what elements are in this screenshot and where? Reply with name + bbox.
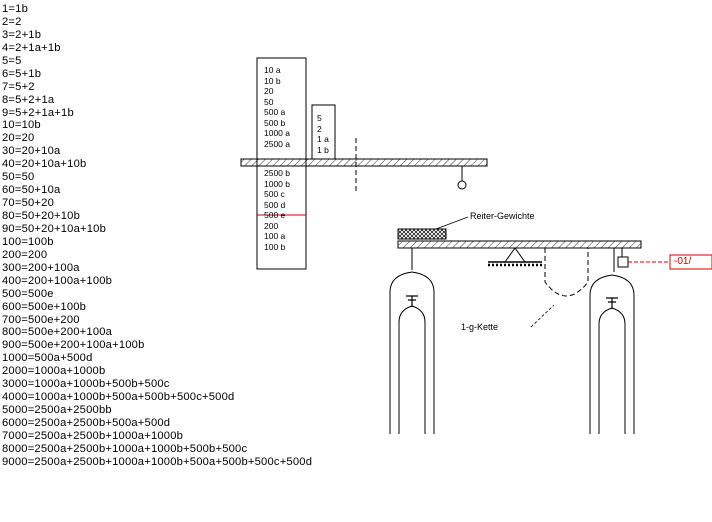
- weight-label: 50: [264, 96, 274, 107]
- rider-weights: [397, 228, 447, 240]
- equation-item: 900=500e+200+100a+100b: [2, 339, 145, 352]
- equation-item: 50=50: [2, 171, 35, 184]
- weight-label: 500 b: [264, 117, 286, 128]
- weight-label: 5: [317, 113, 322, 123]
- weight-label: 1 a: [317, 134, 329, 144]
- equation-item: 100=100b: [2, 235, 54, 248]
- weight-label: 100 a: [264, 231, 286, 241]
- equation-item: 7000=2500a+2500b+1000a+1000b: [2, 429, 184, 442]
- right-beam: [397, 240, 642, 249]
- equation-item: 300=200+100a: [2, 261, 80, 274]
- reiter-leader: [435, 216, 469, 230]
- weight-label: 10 a: [264, 65, 281, 75]
- equation-item: 700=500e+200: [2, 313, 80, 326]
- equation-item: 500=500e: [2, 287, 54, 300]
- weight-label: 20: [264, 86, 274, 96]
- weight-label: 1 b: [317, 144, 329, 155]
- equation-item: 5000=2500a+2500bb: [2, 404, 112, 417]
- equation-item: 10=10b: [2, 119, 41, 132]
- equation-item: 200=200: [2, 248, 48, 261]
- right-valve: [606, 297, 618, 309]
- equation-item: 70=50+20: [2, 197, 54, 210]
- weight-label: 1000 b: [264, 178, 290, 189]
- kette-label: 1-g-Kette: [461, 322, 499, 332]
- equation-item: 9=5+2+1a+1b: [2, 106, 74, 119]
- equation-item: 2000=1000a+1000b: [2, 365, 106, 378]
- equation-item: 4000=1000a+1000b+500a+500b+500c+500d: [2, 391, 235, 404]
- left-cylinder-inner: [398, 305, 426, 434]
- equation-item: 4=2+1a+1b: [2, 41, 61, 54]
- equation-item: 8=5+2+1a: [2, 93, 55, 106]
- equation-item: 800=500e+200+100a: [2, 326, 113, 339]
- equation-item: 600=500e+100b: [2, 300, 87, 313]
- equation-item: 2=2: [2, 15, 22, 28]
- weight-label: 500 c: [264, 189, 285, 199]
- equation-item: 3=2+1b: [2, 28, 42, 41]
- weight-label: 500 a: [264, 107, 286, 117]
- weight-label: 100 b: [264, 241, 286, 252]
- left-beam: [240, 158, 488, 167]
- equation-item: 400=200+100a+100b: [2, 274, 113, 287]
- weight-label: 200: [264, 220, 279, 231]
- fulcrum-right-leg: [514, 247, 526, 263]
- equation-item: 80=50+20+10b: [2, 210, 80, 222]
- equation-item: 9000=2500a+2500b+1000a+1000b+500a+500b+5…: [2, 455, 313, 468]
- fulcrum-left-leg: [504, 247, 516, 263]
- left-cylinder-outer: [389, 271, 435, 434]
- weight-label: 2500 b: [264, 168, 290, 178]
- equation-item: 1=1b: [2, 3, 28, 15]
- equation-item: 6=5+1b: [2, 67, 42, 80]
- equation-item: 60=50+10a: [2, 184, 61, 197]
- equation-item: 8000=2500a+2500b+1000a+1000b+500b+500c: [2, 442, 248, 455]
- chain: [544, 248, 589, 297]
- equation-item: 3000=1000a+1000b+500b+500c: [2, 378, 170, 391]
- equation-item: 5=5: [2, 54, 22, 67]
- counterweight-box: [617, 256, 629, 268]
- left-valve: [406, 295, 418, 307]
- right-cylinder-inner: [598, 307, 626, 434]
- equation-item: 6000=2500a+2500b+500a+500d: [2, 417, 171, 429]
- weight-label: 2500 a: [264, 138, 290, 149]
- weight-label: 1000 a: [264, 128, 290, 138]
- right-cylinder-outer: [589, 274, 635, 434]
- reiter-label: Reiter-Gewichte: [470, 211, 535, 221]
- equation-item: 1000=500a+500d: [2, 352, 93, 365]
- weight-label: 500 e: [264, 210, 286, 220]
- weight-label: 2: [317, 123, 322, 134]
- weight-label: 10 b: [264, 75, 281, 86]
- red-tag-label: -01/: [674, 256, 692, 267]
- kette-leader: [530, 304, 555, 328]
- equation-item: 30=20+10a: [2, 145, 61, 158]
- weight-label: 500 d: [264, 199, 286, 210]
- equation-item: 7=5+2: [2, 80, 35, 93]
- equation-item: 90=50+20+10a+10b: [2, 222, 106, 235]
- equation-item: 40=20+10a+10b: [2, 158, 87, 171]
- red-callout-box: [669, 254, 712, 270]
- equation-item: 20=20: [2, 132, 35, 145]
- pendulum-bob: [457, 180, 467, 190]
